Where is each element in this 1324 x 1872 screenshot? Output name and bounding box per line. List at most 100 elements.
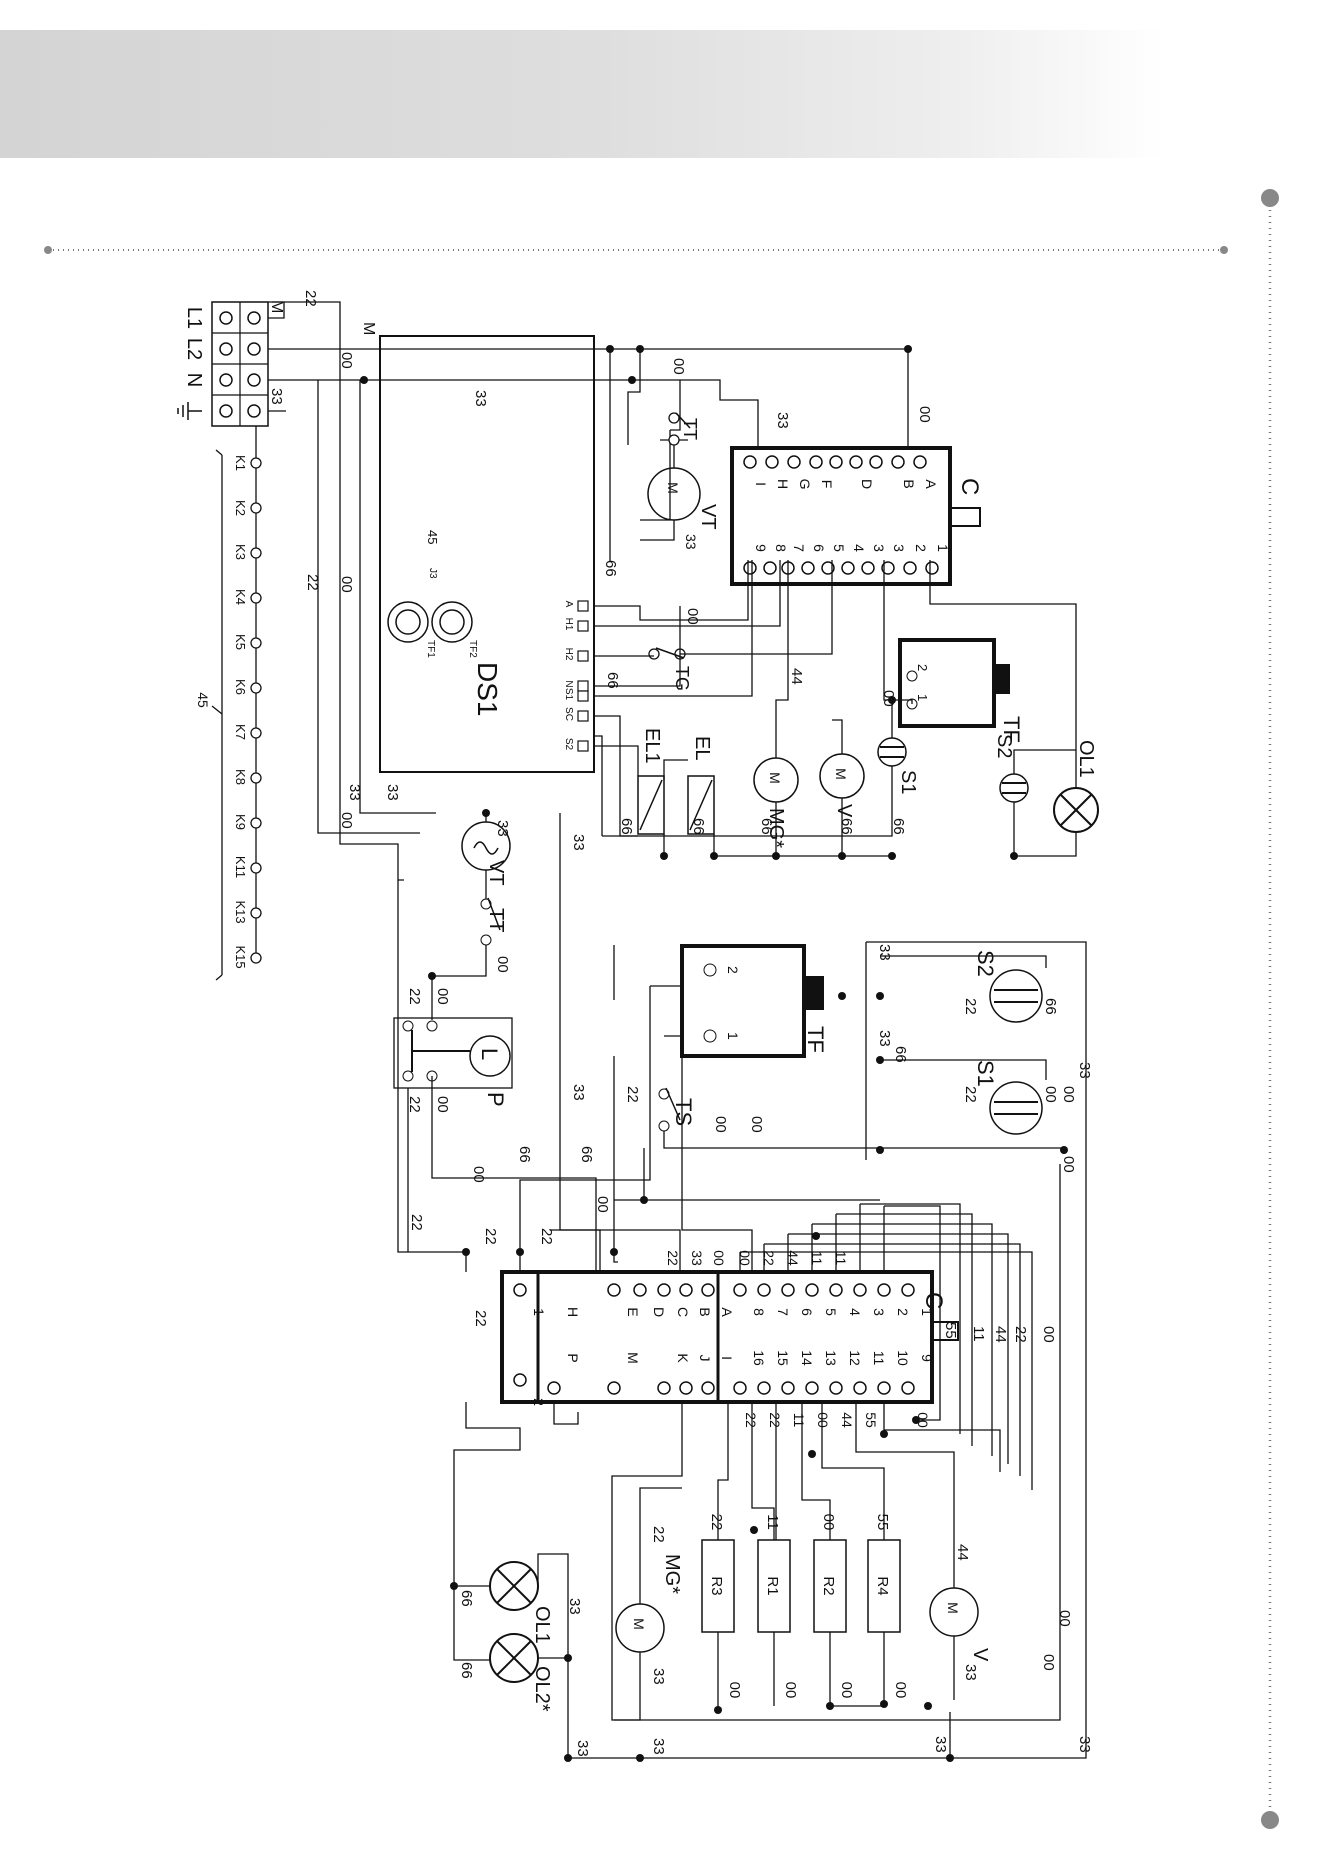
lower-p-wire-0: 00: [434, 988, 451, 1005]
lower-s2-label: S2: [973, 950, 998, 977]
lower-wire-6: 00: [594, 1196, 611, 1213]
lower-s2-wire-1: 66: [1042, 998, 1059, 1015]
lower-wire-19: 33: [1076, 1062, 1093, 1079]
ds1-pin-label: S1: [563, 688, 574, 701]
ds1-pin-label: H1: [563, 618, 574, 631]
lower-timer-mid-pin: [679, 1381, 693, 1395]
resistor-bottom-wire: 00: [782, 1682, 799, 1699]
lower-timer-bottom-label: 15: [775, 1350, 791, 1366]
lower-timer-bottom-pin: [829, 1381, 843, 1395]
key-contact: [250, 862, 262, 874]
upper-timer-left-pin: [869, 455, 883, 469]
lower-timer-top-pin: [733, 1283, 747, 1297]
lower-timer-top-label: 3: [871, 1308, 887, 1316]
ds1-pin: [577, 650, 589, 662]
lower-timer-bottom-label: 12: [847, 1350, 863, 1366]
lower-wire-23: 33: [1076, 1736, 1093, 1753]
ds1-pin-label: A: [563, 601, 574, 608]
lower-timer-bottom-label: 16: [751, 1350, 767, 1366]
lower-tf-pin-1: 1: [725, 1032, 741, 1040]
lower-p-wire-1: 22: [406, 988, 423, 1005]
supply-wire-22: 22: [302, 290, 319, 307]
upper-fan-label: VT: [697, 504, 719, 530]
resistor-bottom-wire: 00: [838, 1682, 855, 1699]
upper-timer-right-pin: [801, 561, 815, 575]
lower-wire-3: 22: [624, 1086, 641, 1103]
lower-solenoid-s2: S2 22 66: [962, 950, 1059, 1023]
bundle-label-22: 22: [1012, 1326, 1029, 1343]
lower-timer-bottom-wire: 44: [839, 1412, 855, 1428]
upper-timer-right-label: 9: [753, 544, 769, 552]
lower-wire-14: 66: [892, 1046, 909, 1063]
ds1-pin: [577, 740, 589, 752]
upper-wire-17: 33: [346, 784, 363, 801]
key-contact: [250, 592, 262, 604]
upper-wire-5: 00: [338, 576, 355, 593]
lower-wire-21: 33: [650, 1738, 667, 1755]
upper-timer-left-label: A: [923, 479, 939, 489]
lower-wire-4: 00: [470, 1166, 487, 1183]
upper-timer-left-label: D: [859, 479, 875, 489]
upper-wire-0: 00: [670, 358, 687, 375]
upper-bus-wires: [268, 301, 909, 881]
lower-wire-20: 33: [876, 1030, 893, 1047]
lower-timer-bottom-pin: [733, 1381, 747, 1395]
lower-s1-wire-0: 22: [962, 1086, 979, 1103]
lower-timer-letter-pin: [679, 1283, 693, 1297]
lower-timer-mid-pin: [657, 1381, 671, 1395]
lower-timer-letter-label: C: [675, 1307, 691, 1317]
lower-wiring: [397, 813, 1087, 1760]
bundle-label-44: 44: [992, 1326, 1009, 1343]
lower-timer-tf: 2 1 TF: [680, 944, 828, 1058]
lower-wire-12: 00: [748, 1116, 765, 1133]
lower-p-lamp: L: [477, 1048, 502, 1060]
lower-tf-label: TF: [803, 1026, 828, 1053]
upper-timer-right-pin: [925, 561, 939, 575]
lower-p-label: P: [483, 1092, 508, 1107]
terminal-l1-label: L1: [183, 307, 205, 329]
upper-timer-right-label: 3: [871, 544, 887, 552]
lower-wire-7: 22: [408, 1214, 425, 1231]
lower-wire-22: 33: [932, 1736, 949, 1753]
header-band: [0, 30, 1324, 158]
upper-timer-right-pin: [763, 561, 777, 575]
lower-wire-0: 33: [570, 834, 587, 851]
upper-timer-right-pin: [903, 561, 917, 575]
lower-timer-letter-label: H: [565, 1307, 581, 1317]
lower-timer-bottom-wire: 11: [791, 1413, 807, 1428]
key-k9: K9: [233, 814, 248, 830]
lower-timer-col1-label: 1: [531, 1308, 547, 1316]
upper-element-el1: EL1: [637, 728, 665, 835]
lower-pressure-switch-p: L P 00 22 22 00: [393, 988, 513, 1113]
upper-internal-wiring: [594, 560, 1077, 857]
key-contact: [250, 457, 262, 469]
lower-timer-bottom-wire: 22: [767, 1412, 783, 1428]
lower-v-wire-0: 44: [954, 1544, 971, 1561]
key-k4: K4: [233, 589, 248, 605]
lower-timer-letter-label: A: [719, 1307, 735, 1317]
key-k3: K3: [233, 544, 248, 560]
upper-timer-right-pin: [743, 561, 757, 575]
lower-wire-15: 00: [1060, 1086, 1077, 1103]
lower-timer-top-pin: [829, 1283, 843, 1297]
lower-tt-label: TT: [485, 908, 507, 932]
lower-timer-bottom-wire: 00: [815, 1412, 831, 1428]
upper-timer-right-label: 6: [811, 544, 827, 552]
lower-fan-wire: 33: [494, 820, 511, 837]
key-k6: K6: [233, 679, 248, 695]
lower-timer-col1-pin: [513, 1283, 527, 1297]
key-row: K1 K2 K3 K4 K5 K6 K7 K8 K9 K11 K13 K15 4…: [195, 426, 262, 981]
key-contact: [250, 727, 262, 739]
resistor-bottom-wire: 00: [892, 1682, 909, 1699]
upper-timer-left-label: H: [775, 479, 791, 489]
lower-timer-bottom-pin: [901, 1381, 915, 1395]
upper-timer-left-label: G: [797, 479, 813, 490]
page-rules: [44, 189, 1279, 1829]
lower-timer-bottom-wire: 22: [743, 1412, 759, 1428]
upper-mg-symbol: M: [767, 772, 783, 784]
upper-timer-left-label: F: [819, 480, 835, 489]
upper-wire-13: 66: [758, 818, 775, 835]
lower-tf-pin-2: 2: [725, 966, 741, 974]
lower-fan-vt: VT 33 TT 00: [431, 813, 511, 1020]
